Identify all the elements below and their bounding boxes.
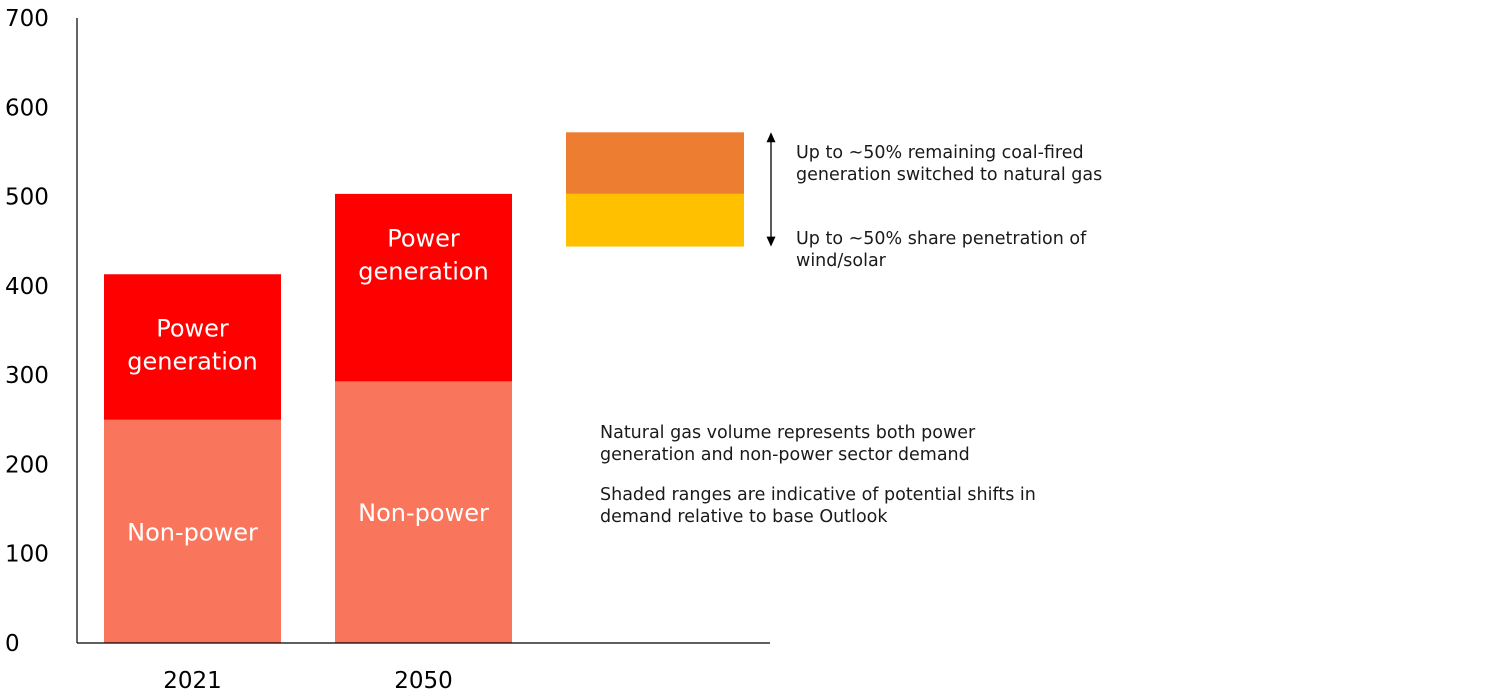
bar-2021-non-power [104,419,281,643]
y-tick-label-200: 200 [5,452,49,478]
y-tick-label-100: 100 [5,542,49,568]
bar-label-2021-non-power: Non-power [127,518,258,546]
wind-solar-range-label: Up to ~50% share penetration of wind/sol… [796,229,1087,271]
range-arrow-head-up [766,132,776,143]
range-arrow [766,132,776,247]
y-tick-label-400: 400 [5,274,49,300]
bar-2050-power-generation [335,193,512,382]
bar-2050-non-power [335,381,512,643]
shaded-range-0 [566,132,744,194]
y-tick-label-600: 600 [5,95,49,121]
note-shaded-ranges: Shaded ranges are indicative of potentia… [600,485,1036,527]
x-tick-label-2050: 2050 [394,668,453,694]
coal-switch-range-label: Up to ~50% remaining coal-fired generati… [796,143,1103,185]
x-axis-ticks: 2021 2050 [163,668,453,694]
y-tick-label-0: 0 [5,631,20,657]
y-tick-label-300: 300 [5,363,49,389]
bar-2021-power-generation [104,274,281,420]
y-tick-label-500: 500 [5,185,49,211]
range-arrow-head-down [766,236,776,247]
note-gas-volume: Natural gas volume represents both power… [600,423,976,465]
y-axis-ticks: 0 100 200 300 400 500 600 700 [5,6,49,657]
x-tick-label-2021: 2021 [163,668,222,694]
y-tick-label-700: 700 [5,6,49,32]
bars [104,193,512,643]
bar-label-2050-non-power: Non-power [358,499,489,527]
shaded-range-1 [566,193,744,247]
shaded-ranges [566,132,744,247]
